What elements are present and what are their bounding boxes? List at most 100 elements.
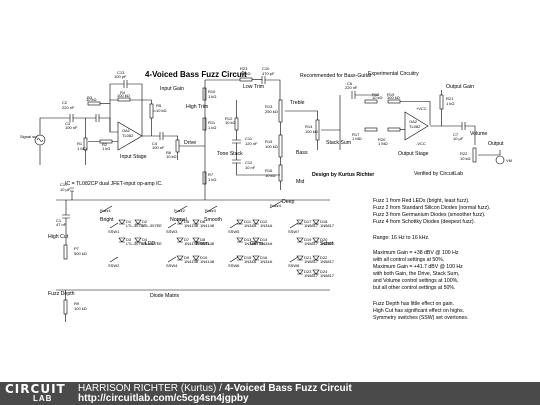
svg-text:R11: R11	[208, 120, 216, 125]
diode-d18	[312, 219, 320, 225]
diode-label: D14	[260, 237, 268, 242]
bass-label: Bass	[296, 150, 308, 156]
input-gain-label: Input Gain	[160, 86, 184, 92]
diode-part-label: 1N5817	[320, 273, 335, 278]
design-by-label: Design by Kurtus Richter	[312, 172, 374, 178]
svg-text:Bright: Bright	[100, 217, 114, 223]
treble-pot[interactable]	[278, 99, 283, 123]
svg-text:R1: R1	[77, 141, 83, 146]
symmetry-switch-ssw8[interactable]	[289, 256, 299, 263]
diode-d14	[252, 237, 260, 243]
svg-text:10 µF: 10 µF	[60, 187, 71, 192]
diode-d11	[236, 219, 244, 225]
fuzz-depth-pot[interactable]	[63, 299, 68, 315]
diode-part-label: LTL-307EE	[126, 223, 146, 228]
high-cut-label: High Cut	[48, 234, 69, 240]
experimental-label: Experimental Circuitry	[368, 71, 419, 77]
diode-d24	[312, 269, 320, 275]
symmetry-switch-ssw6[interactable]	[229, 256, 239, 263]
fuzz3-switch[interactable]	[204, 205, 218, 214]
diode-part-label: 1N4148	[200, 223, 215, 228]
svg-text:OA2: OA2	[409, 119, 418, 124]
input-stage-label: Input Stage	[120, 154, 147, 160]
svg-text:R18: R18	[372, 92, 380, 97]
diode-d9	[176, 255, 184, 261]
circuitlab-logo[interactable]: CIRCUIT LAB	[5, 382, 66, 403]
svg-text:Fuzz1: Fuzz1	[100, 208, 112, 213]
svg-text:10 kΩ: 10 kΩ	[225, 120, 236, 125]
output-gain-pot[interactable]	[439, 94, 444, 110]
diode-label: D4	[142, 237, 148, 242]
diode-label: D5	[184, 219, 190, 224]
diode-d8	[192, 237, 200, 243]
diode-d5	[176, 219, 184, 225]
svg-text:100 pF: 100 pF	[114, 74, 127, 79]
symmetry-switch-ssw4[interactable]	[167, 256, 177, 263]
diode-label: D21	[304, 255, 312, 260]
svg-text:R12: R12	[225, 116, 233, 121]
diode-d7	[176, 237, 184, 243]
svg-text:10 kΩ: 10 kΩ	[156, 108, 167, 113]
diode-label: D3	[126, 237, 132, 242]
svg-text:100 nF: 100 nF	[65, 125, 78, 130]
high-cut-pot[interactable]	[63, 244, 68, 260]
diode-part-label: 1N4148	[200, 259, 215, 264]
input-stage: Signal src C2 220 nF C3 100 nF R1 1 MΩ R…	[20, 70, 205, 165]
svg-text:R6: R6	[166, 150, 172, 155]
diode-d15	[236, 255, 244, 261]
diode-d12	[252, 219, 260, 225]
gain-note-4: with both Gain, the Drive, Stack Sum,	[373, 271, 459, 277]
svg-text:100 kΩ: 100 kΩ	[265, 144, 278, 149]
diode-part-label: 1N5817	[304, 223, 319, 228]
svg-text:+VCC: +VCC	[416, 106, 427, 111]
verified-by-label: Verified by CircuitLab	[414, 171, 463, 177]
fuzz-note-3: Fuzz 3 from Germanium Diodes (smoother f…	[373, 212, 485, 218]
diode-part-label: 1N5817	[320, 241, 335, 246]
bass-pot[interactable]	[278, 134, 283, 158]
svg-text:10 kΩ: 10 kΩ	[460, 156, 471, 161]
diode-part-label: 1N34A	[260, 223, 273, 228]
fuzz2-switch[interactable]	[174, 205, 188, 214]
svg-text:C3: C3	[65, 121, 71, 126]
high-trim-label: High Trim	[186, 104, 208, 110]
symmetry-switch-ssw5[interactable]	[229, 222, 239, 229]
diode-matrix-label: Diode Matrix	[150, 293, 180, 299]
output-gain-label: Output Gain	[446, 84, 474, 90]
footer-bar: CIRCUIT LAB HARRISON RICHTER (Kurtus) / …	[0, 382, 540, 405]
mid-pot[interactable]	[278, 164, 283, 182]
svg-text:C6: C6	[347, 81, 353, 86]
svg-text:25 kΩ: 25 kΩ	[240, 71, 251, 76]
signal-src-label: Signal src	[20, 134, 38, 139]
svg-text:220 nF: 220 nF	[62, 105, 75, 110]
symmetry-switch-ssw3[interactable]	[167, 222, 177, 229]
diode-part-label: 1N34A	[244, 259, 257, 264]
svg-text:10 kΩ: 10 kΩ	[372, 95, 383, 100]
volume-pot[interactable]	[472, 147, 477, 163]
svg-text:Germ.: Germ.	[250, 241, 264, 247]
symmetry-switch-label: SSW4	[166, 263, 178, 268]
diode-label: D18	[320, 219, 328, 224]
gain-note-3: Maximum Gain = +41.7 dBV @ 100 Hz	[373, 264, 463, 270]
symmetry-switch-label: SSW8	[288, 263, 300, 268]
diode-label: D9	[184, 255, 190, 260]
fuzz4-switch[interactable]	[269, 200, 283, 209]
fuzz1-switch[interactable]	[99, 205, 113, 214]
diode-d4	[134, 237, 142, 243]
svg-text:LED: LED	[145, 241, 155, 247]
fuzz-depth-label: Fuzz Depth	[48, 291, 75, 297]
diode-d19	[296, 237, 304, 243]
diode-label: D16	[260, 255, 268, 260]
fuzz-note-2: Fuzz 2 from Standard Silicon Diodes (nor…	[373, 205, 490, 211]
svg-text:Fuzz4: Fuzz4	[270, 203, 282, 208]
diode-part-label: LTL-307EE	[126, 241, 146, 246]
svg-text:Deep: Deep	[282, 199, 295, 205]
circuit-url-link[interactable]: http://circuitlab.com/c5cg4sn4jgpby	[78, 393, 249, 404]
svg-text:100 nF: 100 nF	[152, 145, 165, 150]
symmetry-switch-ssw2[interactable]	[109, 256, 119, 263]
svg-text:R5: R5	[156, 103, 162, 108]
symmetry-switch-ssw1[interactable]	[109, 222, 119, 229]
diode-label: D6	[200, 219, 206, 224]
svg-text:1 kΩ: 1 kΩ	[208, 94, 216, 99]
svg-text:100 kΩ: 100 kΩ	[117, 93, 130, 98]
symmetry-switch-ssw7[interactable]	[289, 222, 299, 229]
